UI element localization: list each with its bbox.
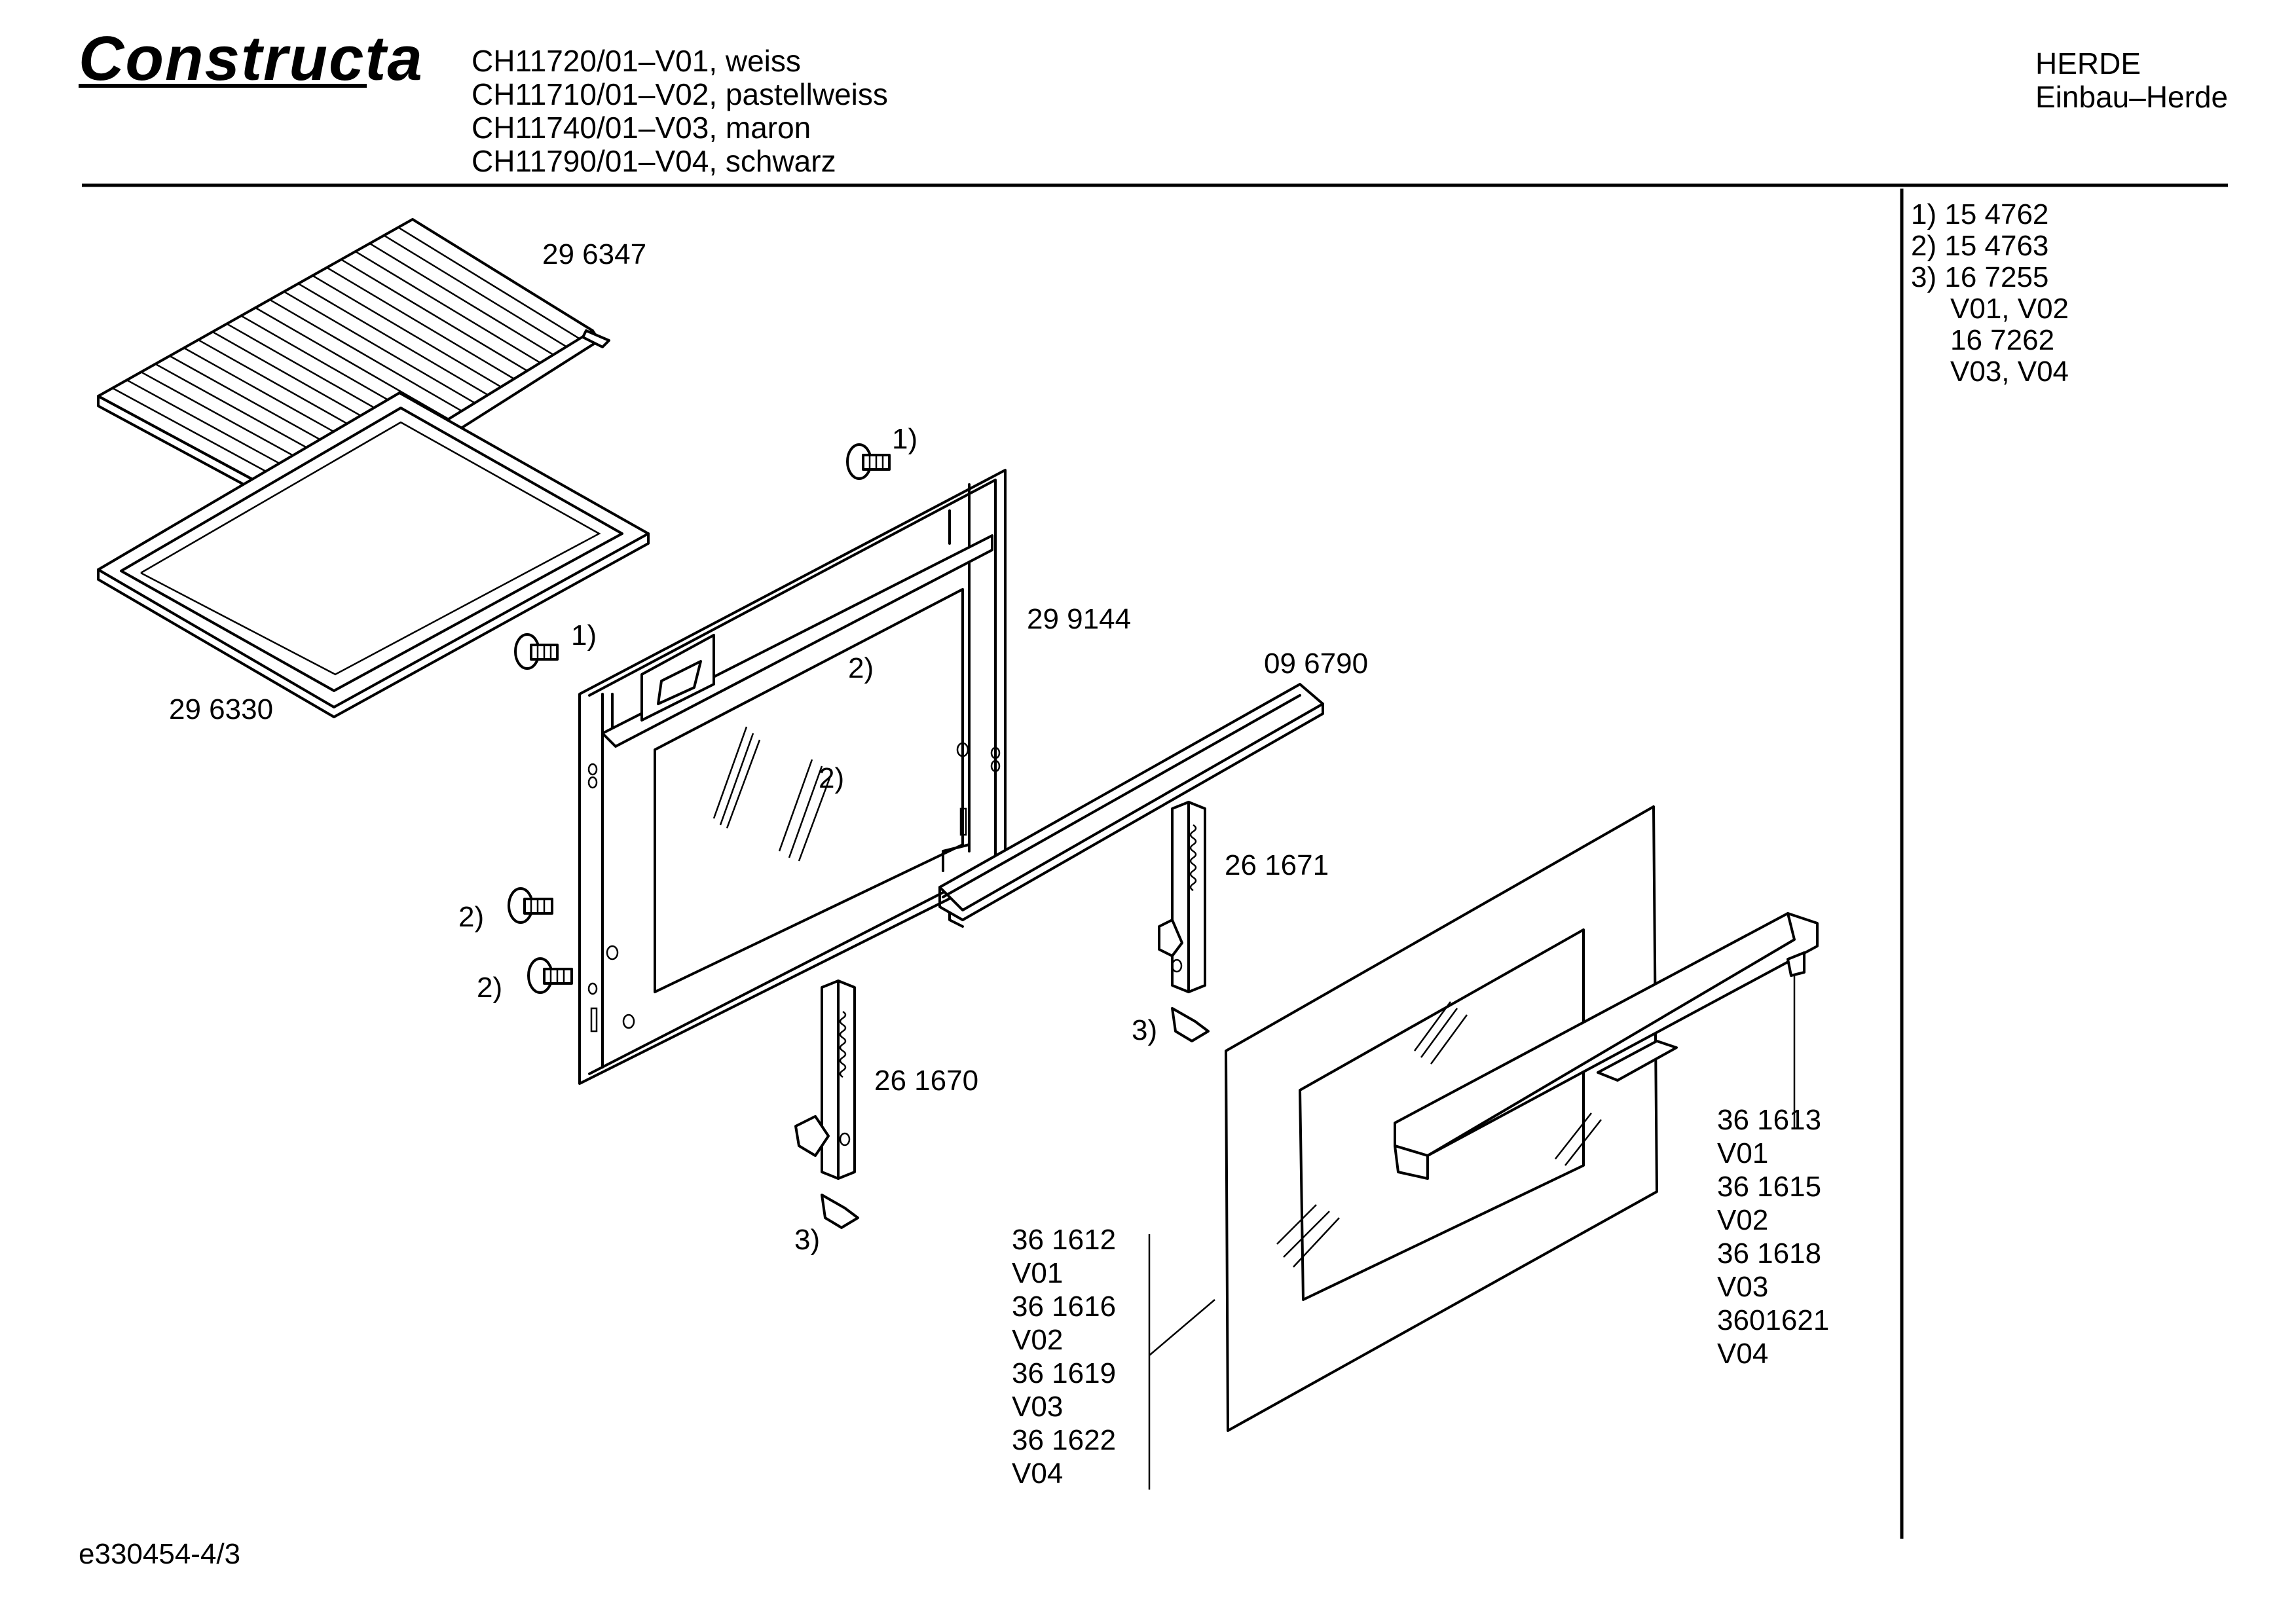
door-glass-part-line: V04 [1012,1457,1064,1490]
handle-part-line: 3601621 [1717,1304,1830,1336]
handle-part-line: 36 1613 [1717,1104,1822,1136]
screw-1-top [846,443,891,480]
shelf-wire [383,234,567,348]
handle-part-line: 36 1615 [1717,1171,1822,1203]
shelf-wire [255,306,449,420]
handle-part-line: V01 [1717,1137,1769,1169]
ref-screw-2-upper: 2) [848,652,874,684]
door-handle [1394,912,1819,1180]
shelf-wire [355,251,541,364]
hinge-right [1158,801,1206,993]
clip-right [1171,1007,1210,1042]
baking-tray [97,392,650,718]
model-line: CH11720/01–V01, weiss [472,44,801,78]
ref-screw-1-top: 1) [892,423,918,455]
clip-left [821,1194,859,1229]
label-hinge-right: 26 1671 [1225,849,1329,881]
shelf-wire [269,299,462,412]
door-glass-part-line: 36 1612 [1012,1224,1117,1256]
label-inner-door-frame: 29 9144 [1027,603,1132,635]
shelf-wire [297,283,489,396]
ref-screw-2-lower-b: 2) [477,972,503,1004]
ref-clip-right: 3) [1132,1014,1158,1046]
brand-logo-underline [79,84,367,88]
ref-screw-2-middle: 2) [819,762,845,794]
ref-clip-left: 3) [794,1224,821,1256]
category-line: Einbau–Herde [2035,80,2229,114]
label-oven-shelf-grid: 29 6347 [542,238,647,270]
screw-2-lower-a [508,887,553,924]
note-line: V03, V04 [1950,356,2069,388]
ref-screw-1-left: 1) [571,619,597,651]
shelf-wire [284,291,475,404]
label-baking-tray: 29 6330 [169,693,274,725]
note-line: 3) 16 7255 [1911,261,2049,293]
model-line: CH11740/01–V03, maron [472,111,811,145]
screw-2-lower-b [527,957,573,994]
label-hinge-left: 26 1670 [874,1065,979,1097]
note-line: 2) 15 4763 [1911,230,2049,262]
handle-part-line: V04 [1717,1338,1769,1370]
screw-1-left [514,633,559,670]
door-glass-part-line: V01 [1012,1257,1064,1289]
note-line: 1) 15 4762 [1911,198,2049,230]
note-line: 16 7262 [1950,324,2055,356]
inner-door-frame [578,469,1007,1085]
shelf-wire [312,274,502,388]
ref-screw-2-lower-a: 2) [458,901,485,933]
door-glass-part-line: V03 [1012,1391,1064,1423]
handle-part-line: V03 [1717,1271,1769,1303]
shelf-wire [326,266,515,380]
shelf-wire [341,259,528,372]
note-line: V01, V02 [1950,293,2069,325]
category-line: HERDE [2035,46,2141,81]
handle-part-line: 36 1618 [1717,1237,1822,1270]
shelf-wire [369,242,554,356]
brand-logo: Constructa [79,24,424,94]
model-line: CH11710/01–V02, pastellweiss [472,77,888,111]
document-id: e330454-4/3 [79,1538,241,1570]
door-glass-part-line: V02 [1012,1324,1064,1356]
hinge-left [794,980,856,1180]
door-glass-part-line: 36 1622 [1012,1424,1117,1456]
model-line: CH11790/01–V04, schwarz [472,144,836,178]
door-glass-part-line: 36 1619 [1012,1357,1117,1389]
door-glass-part-line: 36 1616 [1012,1291,1117,1323]
door-rail [938,683,1324,928]
label-door-rail: 09 6790 [1264,648,1369,680]
leader-door-glass-diagonal [1149,1299,1215,1356]
shelf-wire [398,227,580,340]
handle-part-line: V02 [1717,1204,1769,1236]
